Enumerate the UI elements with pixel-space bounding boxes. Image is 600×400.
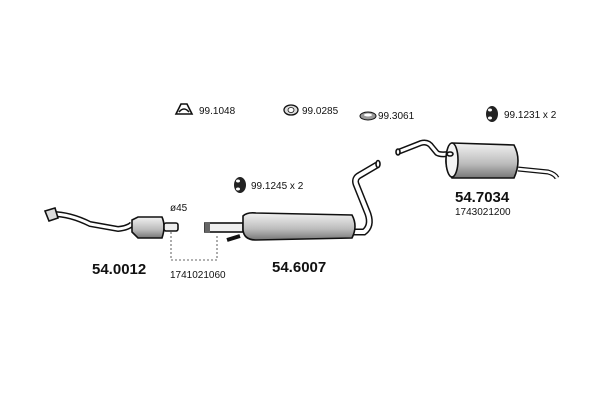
accessory-99-1231[interactable]: 99.1231 x 2 <box>486 106 557 122</box>
accessory-99-1048[interactable]: 99.1048 <box>174 103 236 117</box>
catalyst <box>131 216 165 239</box>
accessory-99-1245[interactable]: 99.1245 x 2 <box>234 177 304 193</box>
accessory-99-0285[interactable]: 99.0285 <box>283 104 339 117</box>
rubber-mount-icon <box>486 106 498 122</box>
part-number-middle[interactable]: 54.6007 <box>272 259 326 276</box>
svg-text:99.0285: 99.0285 <box>302 106 339 117</box>
connector-dashed-line <box>170 232 218 261</box>
part-rear-silencer[interactable] <box>395 139 560 180</box>
svg-text:99.3061: 99.3061 <box>378 111 415 122</box>
rear-oem-code: 1743021200 <box>455 207 511 218</box>
clamp-icon <box>174 103 194 115</box>
svg-text:99.1048: 99.1048 <box>199 106 236 117</box>
svg-text:99.1231 x 2: 99.1231 x 2 <box>504 110 557 121</box>
svg-text:99.1245 x 2: 99.1245 x 2 <box>251 181 304 192</box>
flange-icon <box>43 207 59 222</box>
silencer <box>242 212 356 241</box>
rubber-mount-icon <box>234 177 246 193</box>
part-front-pipe[interactable] <box>43 207 179 239</box>
part-middle-silencer[interactable] <box>204 159 381 242</box>
part-number-front[interactable]: 54.0012 <box>92 261 146 278</box>
connector-code: 1741021060 <box>170 270 226 281</box>
accessory-99-3061[interactable]: 99.3061 <box>359 111 415 122</box>
part-number-rear[interactable]: 54.7034 <box>455 189 510 206</box>
diameter-label: ø45 <box>170 203 188 214</box>
